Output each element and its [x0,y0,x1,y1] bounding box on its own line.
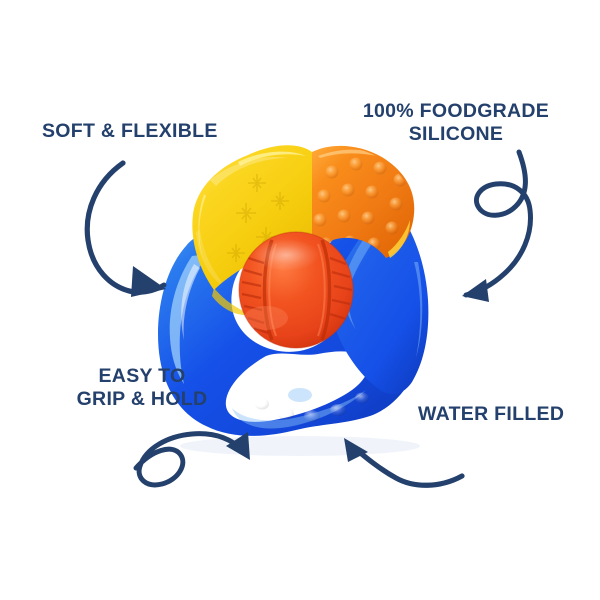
callout-label-soft-flexible: SOFT & FLEXIBLE [42,120,218,142]
blue-ring-bumps [255,388,369,422]
callout-label-foodgrade-silicone: 100% FOODGRADE SILICONE [362,100,550,145]
yellow-petal [192,145,312,316]
callout-label-easy-grip-hold: EASY TO GRIP & HOLD [76,365,208,410]
orange-petal [312,145,415,258]
callout-label-water-filled: WATER FILLED [418,403,565,425]
red-center-ball [238,231,354,349]
